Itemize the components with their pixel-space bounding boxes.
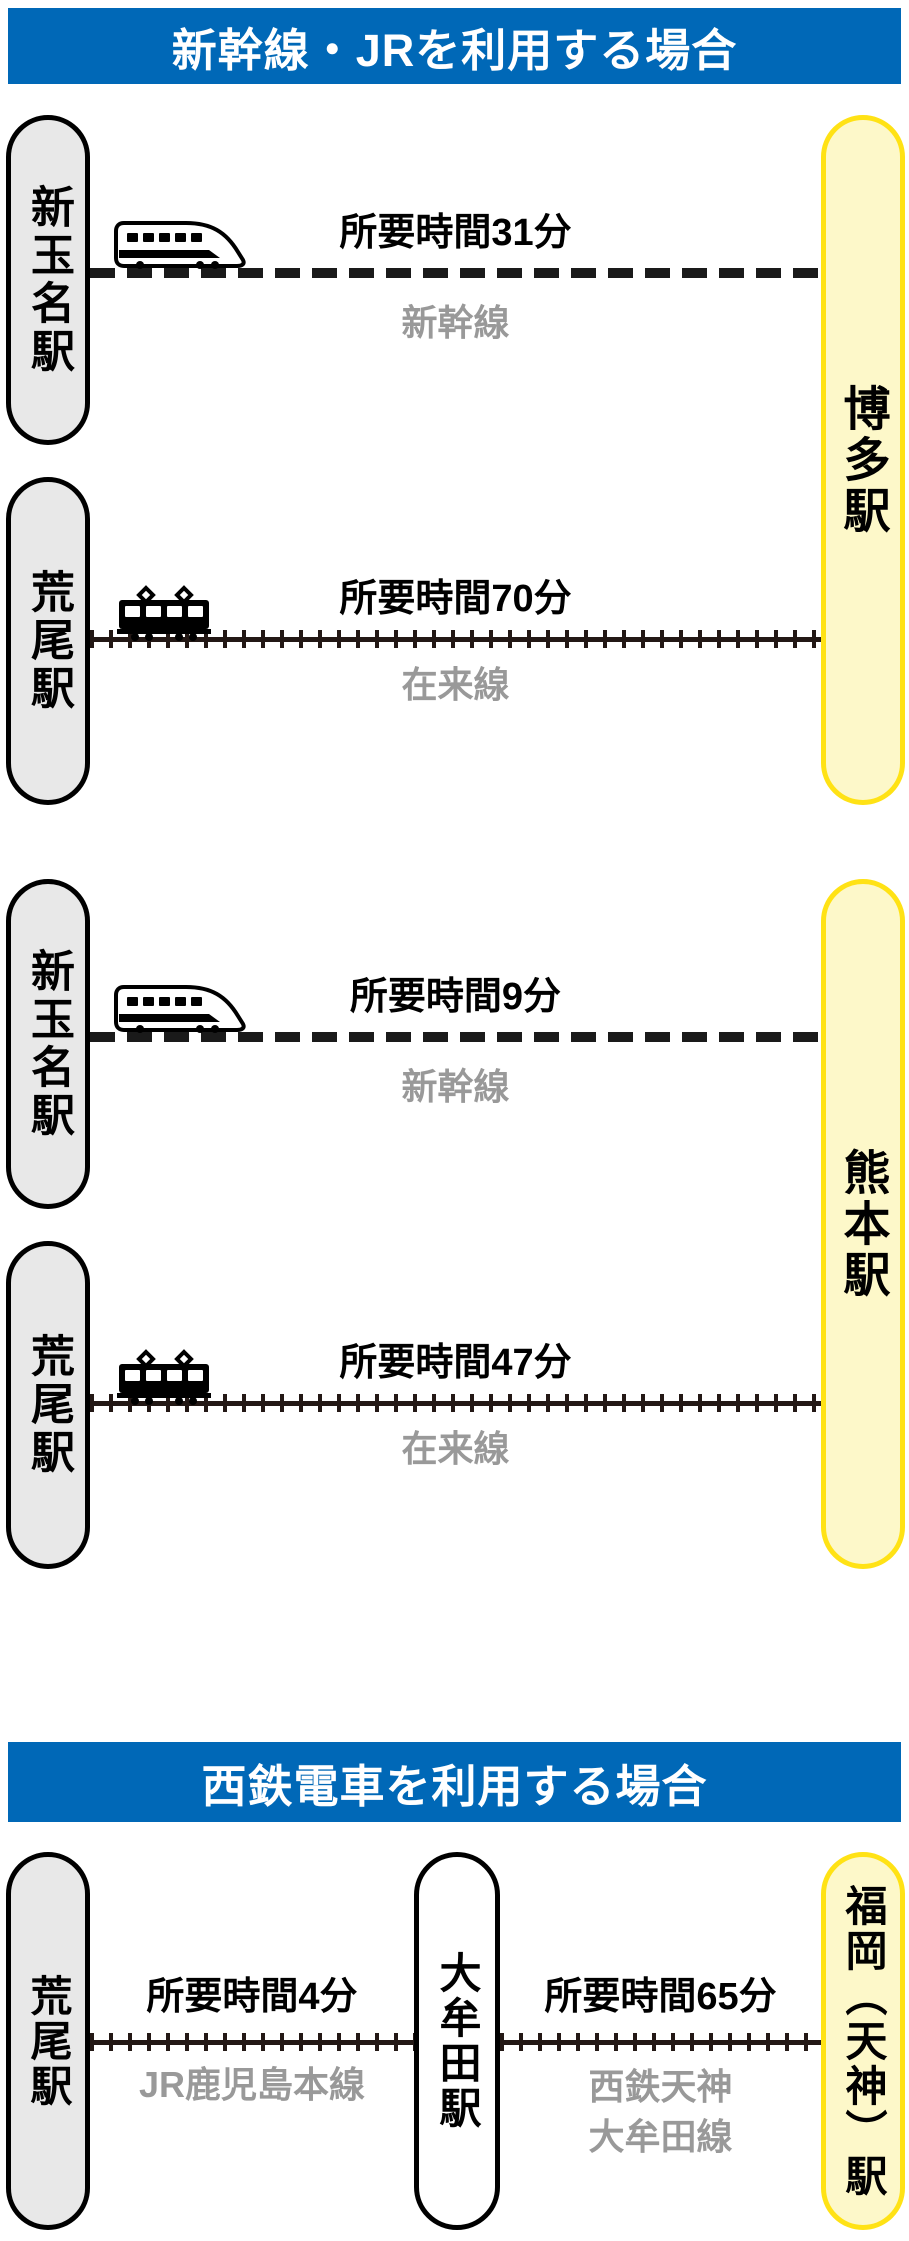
local-train-icon <box>117 1349 211 1405</box>
station-label-fukuoka-tenjin: 福岡（天神）駅 <box>840 1883 887 2199</box>
station-pill-arao-3: 荒尾駅 <box>6 1852 90 2230</box>
line-name-zairaisen-1: 在来線 <box>401 664 510 705</box>
banner-shinkansen-jr: 新幹線・JRを利用する場合 <box>8 8 901 84</box>
shinkansen-icon <box>114 221 246 269</box>
line-name-jr-kagoshima: JR鹿児島本線 <box>138 2064 366 2105</box>
line-name-zairaisen-2: 在来線 <box>401 1428 510 1469</box>
duration-kumamoto-local: 所要時間47分 <box>339 1342 572 1384</box>
station-pill-kumamoto: 熊本駅 <box>821 879 905 1569</box>
station-pill-shintamana-2: 新玉名駅 <box>6 879 90 1209</box>
banner-nishitetsu: 西鉄電車を利用する場合 <box>8 1742 901 1822</box>
station-pill-arao-1: 荒尾駅 <box>6 477 90 805</box>
station-label-arao-3: 荒尾駅 <box>25 1973 72 2109</box>
station-pill-omuta: 大牟田駅 <box>414 1852 500 2230</box>
banner-shinkansen-jr-label: 新幹線・JRを利用する場合 <box>171 24 738 76</box>
shinkansen-track <box>90 268 821 278</box>
shinkansen-track <box>90 1032 821 1042</box>
station-label-arao-1: 荒尾駅 <box>24 569 73 713</box>
line-name-shinkansen-1: 新幹線 <box>401 302 510 343</box>
station-pill-arao-2: 荒尾駅 <box>6 1241 90 1569</box>
station-pill-shintamana-1: 新玉名駅 <box>6 115 90 445</box>
station-label-hakata: 博多駅 <box>836 383 890 537</box>
banner-nishitetsu-label: 西鉄電車を利用する場合 <box>201 1760 708 1812</box>
line-name-shinkansen-2: 新幹線 <box>401 1066 510 1107</box>
local-track <box>90 1394 821 1412</box>
line-name-line-1: 西鉄天神 <box>588 2066 733 2107</box>
duration-kumamoto-shinkansen: 所要時間9分 <box>349 976 562 1018</box>
duration-arao-omuta: 所要時間4分 <box>146 1976 358 2018</box>
station-label-kumamoto: 熊本駅 <box>836 1147 890 1301</box>
station-label-arao-2: 荒尾駅 <box>24 1333 73 1477</box>
local-track <box>90 630 821 648</box>
station-label-omuta: 大牟田駅 <box>434 1951 481 2131</box>
shinkansen-icon <box>114 985 246 1033</box>
local-train-icon <box>117 585 211 641</box>
local-track <box>500 2033 821 2051</box>
line-name-nishitetsu-tenjin-omuta: 西鉄天神 大牟田線 <box>500 2062 821 2163</box>
line-name-line-2: 大牟田線 <box>588 2116 733 2158</box>
station-pill-hakata: 博多駅 <box>821 115 905 805</box>
station-pill-fukuoka-tenjin: 福岡（天神）駅 <box>821 1852 905 2230</box>
duration-hakata-local: 所要時間70分 <box>339 578 572 620</box>
local-track <box>90 2033 414 2051</box>
duration-hakata-shinkansen: 所要時間31分 <box>339 212 572 254</box>
station-label-shintamana-1: 新玉名駅 <box>24 184 73 376</box>
duration-omuta-fukuoka: 所要時間65分 <box>544 1976 777 2018</box>
station-label-shintamana-2: 新玉名駅 <box>24 948 73 1140</box>
